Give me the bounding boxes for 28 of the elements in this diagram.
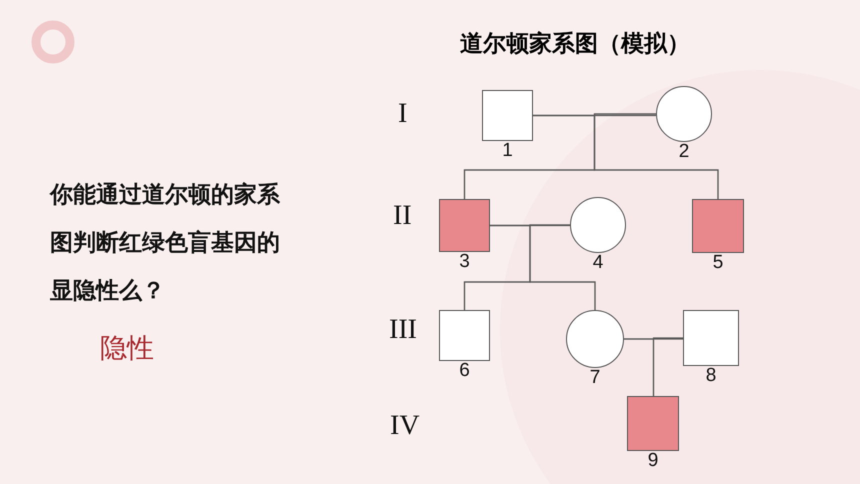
generation-numeral: IV [390, 410, 420, 442]
diagram-title: 道尔顿家系图（模拟） [460, 30, 690, 59]
individual-number: 8 [704, 366, 718, 386]
individual-number: 1 [501, 141, 514, 161]
female-circle [656, 86, 712, 142]
female-circle [566, 310, 624, 368]
individual-number: 2 [678, 142, 690, 162]
female-circle [570, 197, 626, 253]
male-square [439, 310, 490, 361]
descent-line [594, 113, 719, 199]
male-square [482, 90, 533, 141]
answer-text: 隐性 [100, 332, 154, 366]
individual-number: 9 [646, 451, 660, 471]
affected-male-square [439, 199, 490, 252]
generation-numeral: III [389, 314, 417, 346]
descent-line [529, 224, 596, 310]
individual-number: 6 [458, 361, 471, 381]
affected-male-square [627, 396, 679, 451]
affected-male-square [692, 199, 744, 253]
male-square [683, 310, 739, 366]
generation-numeral: I [398, 98, 408, 130]
question-text: 你能通过道尔顿的家系图判断红绿色盲基因的显隐性么？ [50, 181, 281, 306]
individual-number: 5 [712, 253, 724, 273]
descent-line [652, 337, 683, 396]
individual-number: 3 [458, 252, 471, 272]
individual-number: 4 [592, 253, 604, 273]
individual-number: 7 [588, 368, 602, 388]
generation-numeral: II [393, 200, 412, 232]
